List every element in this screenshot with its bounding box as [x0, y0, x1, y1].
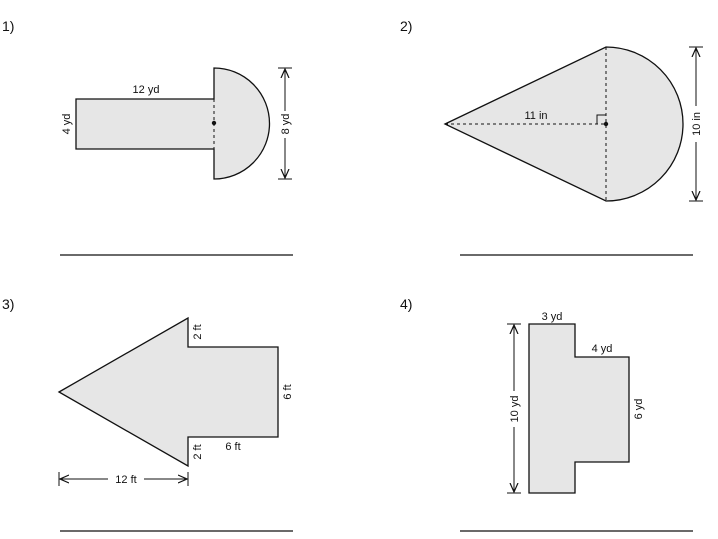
figure-3-rect-height-label: 6 ft [282, 384, 294, 399]
figure-3: 2 ft 2 ft 6 ft 6 ft 12 ft [57, 316, 294, 486]
problem-1-number: 1) [2, 18, 15, 34]
figure-3-rect-width-label: 6 ft [225, 441, 240, 453]
figure-2-height-label: 11 in [524, 110, 547, 122]
figure-4-step-width-label: 4 yd [592, 343, 613, 355]
figure-2: 11 in 10 in [443, 46, 703, 202]
figure-3-notch-bottom-label: 2 ft [192, 444, 204, 459]
figure-2-diameter-label: 10 in [691, 112, 703, 136]
figure-3-notch-top-label: 2 ft [192, 324, 204, 339]
figure-1-diameter-label: 8 yd [280, 114, 292, 135]
figure-2-center-dot [603, 121, 609, 127]
figure-2-right-angle [596, 114, 606, 124]
figure-4-shape [528, 323, 630, 494]
figure-3-base-label: 12 ft [115, 474, 136, 486]
figure-4-right-height-label: 6 yd [633, 399, 645, 420]
figure-3-shape [57, 316, 279, 468]
figure-2-shape [443, 46, 684, 202]
problem-4-number: 4) [400, 296, 413, 312]
figure-1-length-label: 12 yd [133, 84, 160, 96]
problem-2-number: 2) [400, 18, 413, 34]
figure-1-width-label: 4 yd [61, 114, 73, 135]
figure-1-center-dot [211, 120, 217, 126]
figure-4-top-width-label: 3 yd [542, 311, 563, 323]
problem-3-number: 3) [2, 296, 15, 312]
figure-1-shape [75, 67, 271, 180]
figure-4-total-height-label: 10 yd [509, 396, 521, 423]
figure-4: 3 yd 4 yd 6 yd 10 yd [507, 311, 645, 494]
figure-1: 12 yd 4 yd 8 yd [61, 67, 292, 180]
